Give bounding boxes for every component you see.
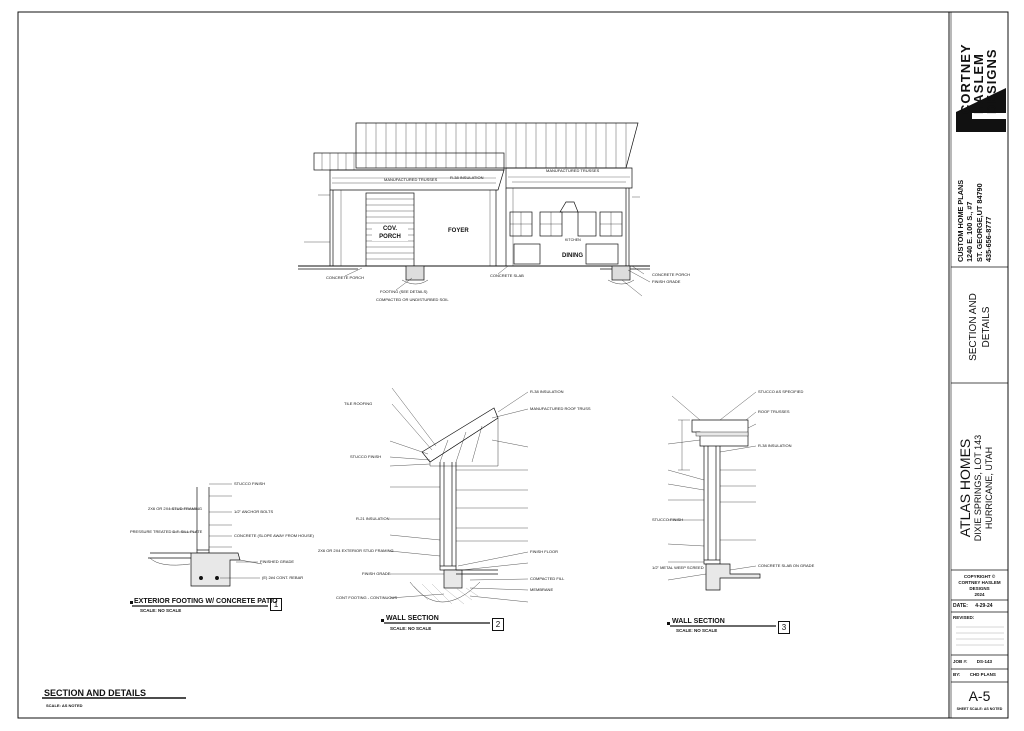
copyright: COPYRIGHT © CORTNEY HASLEM DESIGNS 2024 xyxy=(958,574,1001,597)
detail-3-label: ROOF TRUSSES xyxy=(758,409,790,414)
by-row: BY: CHD PLANS xyxy=(953,672,996,677)
detail-1-label: (E) 2#4 CONT. REBAR xyxy=(262,575,304,580)
detail-1-number: 1 xyxy=(270,598,282,611)
revised-row: REVISED: xyxy=(953,615,975,620)
drawing-scale: SCALE: AS NOTED xyxy=(46,703,83,708)
detail-2-label: MANUFACTURED ROOF TRUSS xyxy=(530,406,591,411)
detail-3-number: 3 xyxy=(778,621,790,634)
detail-2-label: CONT FOOTING - CONTINUOUS xyxy=(336,595,398,600)
logo-mark xyxy=(956,88,1006,132)
detail-3-label: 1/2" METAL WEEP SCREED xyxy=(652,565,704,570)
room-label-foyer: FOYER xyxy=(448,228,469,234)
detail-2-title: WALL SECTION xyxy=(386,615,439,622)
detail-2-label: TILE ROOFING xyxy=(344,401,373,406)
project-info: ATLAS HOMES DIXIE SPRINGS, LOT 143 HURRI… xyxy=(957,434,994,542)
detail-1-title: EXTERIOR FOOTING W/ CONCRETE PATIO xyxy=(134,598,278,605)
detail-3-label: STUCCO FINISH xyxy=(652,517,684,522)
detail-2-label: FINISH GRADE xyxy=(362,571,391,576)
building-section xyxy=(298,122,651,297)
section-label: CONCRETE PORCH xyxy=(652,272,691,277)
detail-3-label: CONCRETE SLAB ON GRADE xyxy=(758,563,815,568)
detail-1-label: 1/2" ANCHOR BOLTS xyxy=(234,509,274,514)
detail-2-number: 2 xyxy=(492,618,504,631)
detail-2-drawing xyxy=(389,387,529,605)
detail-1-label: PRESSURE TREATED D.F. SILL PLATE xyxy=(130,529,203,534)
job-row: JOB #: DS-143 xyxy=(953,659,993,664)
section-label: CONCRETE PORCH xyxy=(326,275,365,280)
title-block: CORTNEY HASLEM DESIGNS CUSTOM HOME PLANS… xyxy=(951,12,1008,718)
detail-3-scale: SCALE: NO SCALE xyxy=(676,628,718,633)
detail-1-label: STUCCO FINISH xyxy=(234,481,266,486)
firm-name: CORTNEY HASLEM DESIGNS xyxy=(958,43,999,114)
detail-3-label: R-38 INSULATION xyxy=(758,443,792,448)
sheet-scale: SHEET SCALE: AS NOTED xyxy=(956,707,1003,711)
detail-3-label: STUCCO AS SPECIFIED xyxy=(758,389,804,394)
section-label: FOOTING (SEE DETAILS) xyxy=(380,289,428,294)
room-label-porch: COV. PORCH xyxy=(372,225,408,241)
detail-2-label: FINISH FLOOR xyxy=(530,549,559,554)
detail-1-drawing xyxy=(148,483,263,587)
section-label: FINISH GRADE xyxy=(652,279,681,284)
detail-2-label: MEMBRANE xyxy=(530,587,554,592)
section-label: CONCRETE SLAB xyxy=(490,273,524,278)
section-label: MANUFACTURED TRUSSES xyxy=(546,168,600,173)
sheet-title: SECTION AND DETAILS xyxy=(968,293,992,361)
detail-2-scale: SCALE: NO SCALE xyxy=(390,626,432,631)
sheet-number: A-5 xyxy=(968,688,991,704)
detail-3-drawing xyxy=(667,391,761,591)
room-label-dining: DINING xyxy=(562,253,583,259)
detail-2-label: STUCCO FINISH xyxy=(350,454,382,459)
detail-2-label: COMPACTED FILL xyxy=(530,576,565,581)
detail-1-label: FINISHED GRADE xyxy=(260,559,295,564)
detail-1-scale: SCALE: NO SCALE xyxy=(140,608,182,613)
detail-2-label: R-38 INSULATION xyxy=(530,389,564,394)
room-label-kitchen: KITCHEN xyxy=(565,238,581,242)
detail-2-label: R-21 INSULATION xyxy=(356,516,390,521)
firm-address: CUSTOM HOME PLANS 1240 E. 100 S., #7 ST.… xyxy=(956,179,994,262)
drawing-title: SECTION AND DETAILS xyxy=(44,688,147,698)
detail-1-label: CONCRETE (SLOPE AWAY FROM HOUSE) xyxy=(234,533,314,538)
section-label: MANUFACTURED TRUSSES xyxy=(384,177,438,182)
detail-1-label: 2X6 OR 2X4 STUD FRAMING xyxy=(148,506,203,511)
detail-2-label: 2X6 OR 2X4 EXTERIOR STUD FRAMING xyxy=(318,548,394,553)
section-label: COMPACTED OR UNDISTURBED SOIL xyxy=(376,297,449,302)
detail-3-title: WALL SECTION xyxy=(672,618,725,625)
date-row: DATE: 4-29-24 xyxy=(953,603,993,609)
section-label: R-38 INSULATION xyxy=(450,175,484,180)
